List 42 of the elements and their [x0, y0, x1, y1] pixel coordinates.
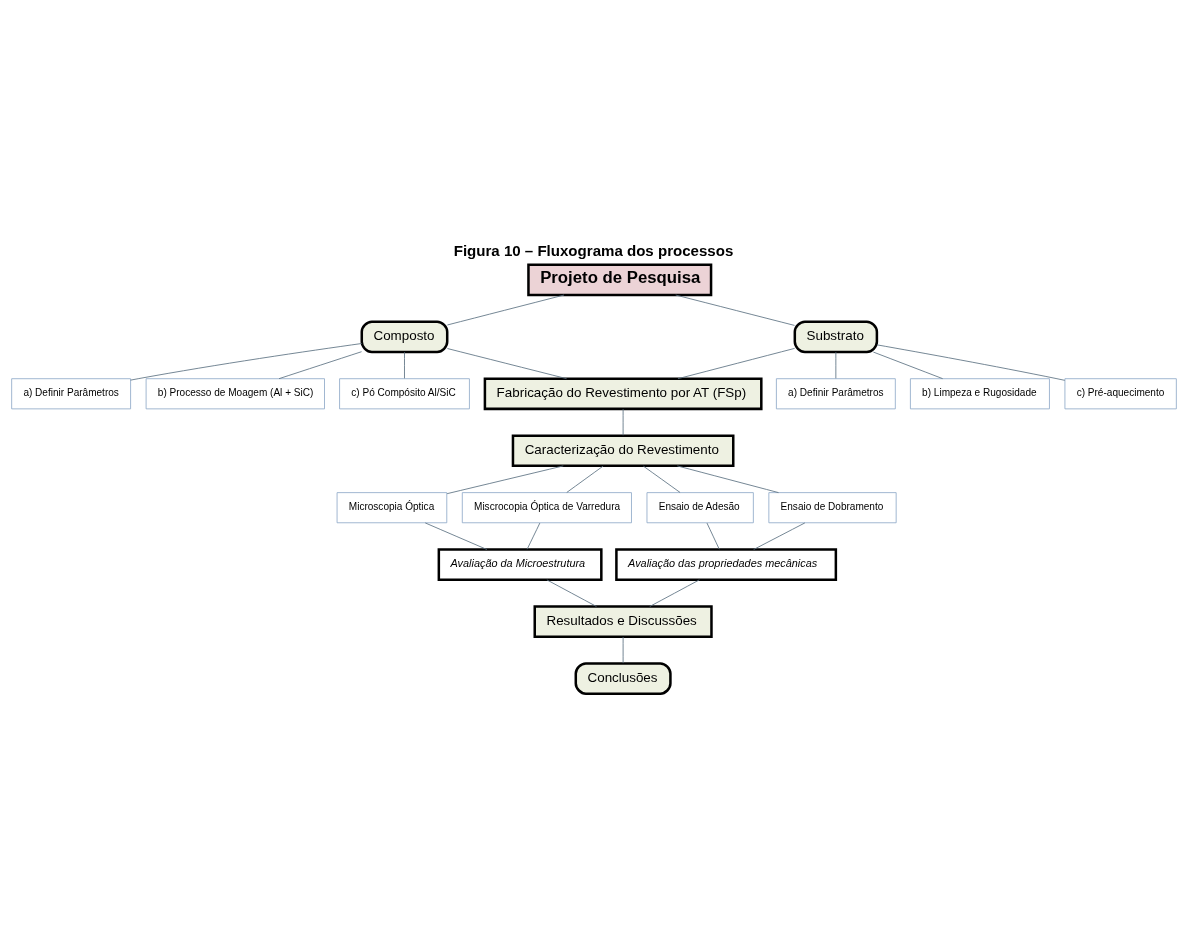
node-box: Caracterização do Revestimento — [511, 434, 735, 468]
connector — [675, 294, 795, 326]
connector — [677, 347, 795, 380]
node-box: c) Pré-aquecimento — [1064, 378, 1177, 410]
node-box: Miscrocopia Óptica de Varredura — [461, 492, 632, 524]
node-box: b) Processo de Moagem (Al + SiC) — [145, 378, 325, 410]
node-box: Ensaio de Dobramento — [768, 492, 897, 524]
connector — [447, 348, 567, 380]
connector — [753, 522, 806, 550]
connector — [649, 579, 700, 607]
connector — [546, 579, 597, 607]
connector — [446, 465, 564, 495]
connector — [404, 351, 405, 379]
node-box: Microscopia Óptica — [336, 492, 448, 524]
node-box: c) Pó Compósito Al/SiC — [339, 378, 470, 410]
connector — [706, 522, 720, 550]
node-box: Projeto de Pesquisa — [527, 263, 713, 297]
node-box: a) Definir Parâmetros — [11, 378, 131, 410]
connector — [876, 344, 1066, 381]
connector — [526, 522, 541, 550]
node-box: Conclusões — [574, 662, 672, 695]
connector — [622, 636, 624, 664]
connector — [446, 294, 565, 326]
node-box: Substrato — [793, 320, 879, 354]
node-box: Fabricação do Revestimento por AT (FSp) — [483, 377, 763, 411]
connector — [566, 465, 604, 493]
node-box: Avaliação da Microestrutura — [437, 548, 603, 581]
connector — [424, 522, 488, 550]
connector — [676, 465, 779, 494]
node-box: a) Definir Parâmetros — [775, 378, 896, 410]
node-box: Avaliação das propriedades mecânicas — [615, 548, 838, 581]
diagram-title: Figura 10 – Fluxograma dos processos — [453, 241, 734, 259]
connector — [642, 465, 681, 493]
connector — [622, 408, 624, 436]
node-box: b) Limpeza e Rugosidade — [910, 378, 1050, 410]
connector — [872, 351, 944, 380]
node-box: Ensaio de Adesão — [646, 492, 754, 524]
node-box: Resultados e Discussões — [533, 605, 713, 638]
connector — [130, 343, 363, 381]
node-box: Composto — [360, 320, 449, 354]
connector — [278, 351, 362, 380]
connector — [835, 351, 837, 379]
